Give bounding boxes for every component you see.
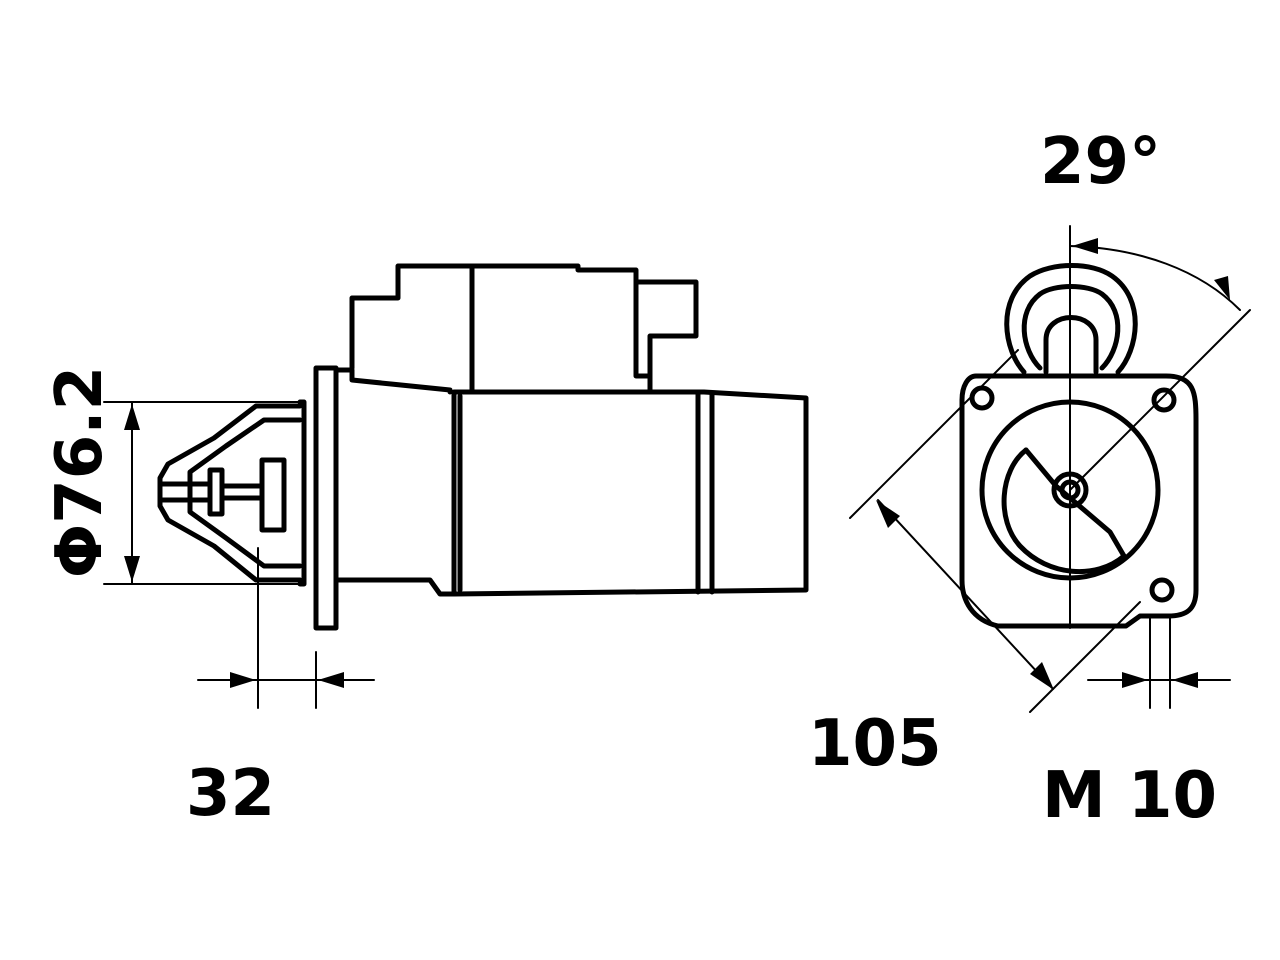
bolt-hole-top-left [969,385,995,411]
flange-width-dimension-label: 105 [808,707,942,781]
terminal-lug [1004,263,1138,375]
motor-yoke [451,389,809,597]
solenoid-outline [349,263,699,393]
angle-dimension-label: 29° [1040,125,1162,199]
offset-dimension-label: 32 [186,757,276,831]
end-flange [959,373,1199,629]
side-view [103,263,809,709]
mounting-flange [313,365,339,631]
thread-dimension-label: M 10 [1042,759,1218,833]
diameter-dimension-label: Φ76.2 [43,365,117,579]
drive-housing [333,367,457,597]
bolt-hole-top-right [1151,387,1177,413]
bolt-hole-bottom-right [1149,577,1175,603]
end-view [849,225,1251,713]
